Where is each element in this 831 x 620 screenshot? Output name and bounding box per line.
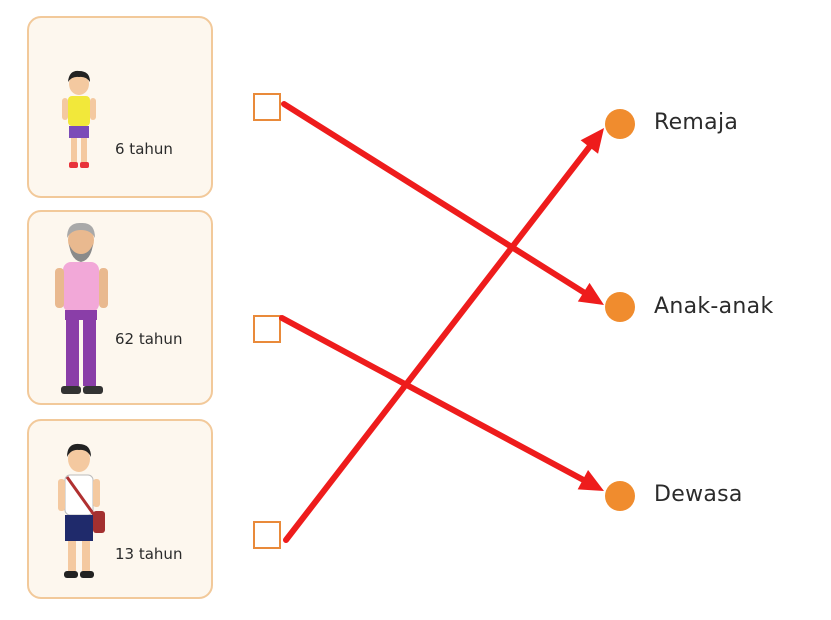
category-label-remaja: Remaja: [654, 110, 739, 135]
category-dot[interactable]: [605, 481, 635, 511]
age-label: 13 tahun: [115, 545, 183, 563]
arrow-head-0: [577, 282, 604, 305]
category-dot[interactable]: [605, 109, 635, 139]
age-label: 62 tahun: [115, 330, 183, 348]
age-label: 6 tahun: [115, 140, 173, 158]
teen-boy-figure-icon: [58, 443, 105, 578]
category-dot[interactable]: [605, 292, 635, 322]
arrow-head-2: [580, 128, 604, 154]
category-label-dewasa: Dewasa: [654, 482, 743, 507]
arrow-head-1: [577, 469, 604, 491]
match-checkbox[interactable]: [253, 93, 281, 121]
match-checkbox[interactable]: [253, 521, 281, 549]
person-card-child: 6 tahun: [27, 16, 213, 198]
child-figure-icon: [62, 70, 96, 168]
elderly-man-figure-icon: [55, 222, 108, 394]
person-card-teen: 13 tahun: [27, 419, 213, 599]
arrow-line-0: [281, 101, 587, 296]
arrow-line-2: [283, 143, 593, 543]
category-label-anak-anak: Anak-anak: [654, 294, 774, 319]
person-card-elder: 62 tahun: [27, 210, 213, 405]
match-checkbox[interactable]: [253, 315, 281, 343]
arrow-line-1: [279, 315, 586, 483]
